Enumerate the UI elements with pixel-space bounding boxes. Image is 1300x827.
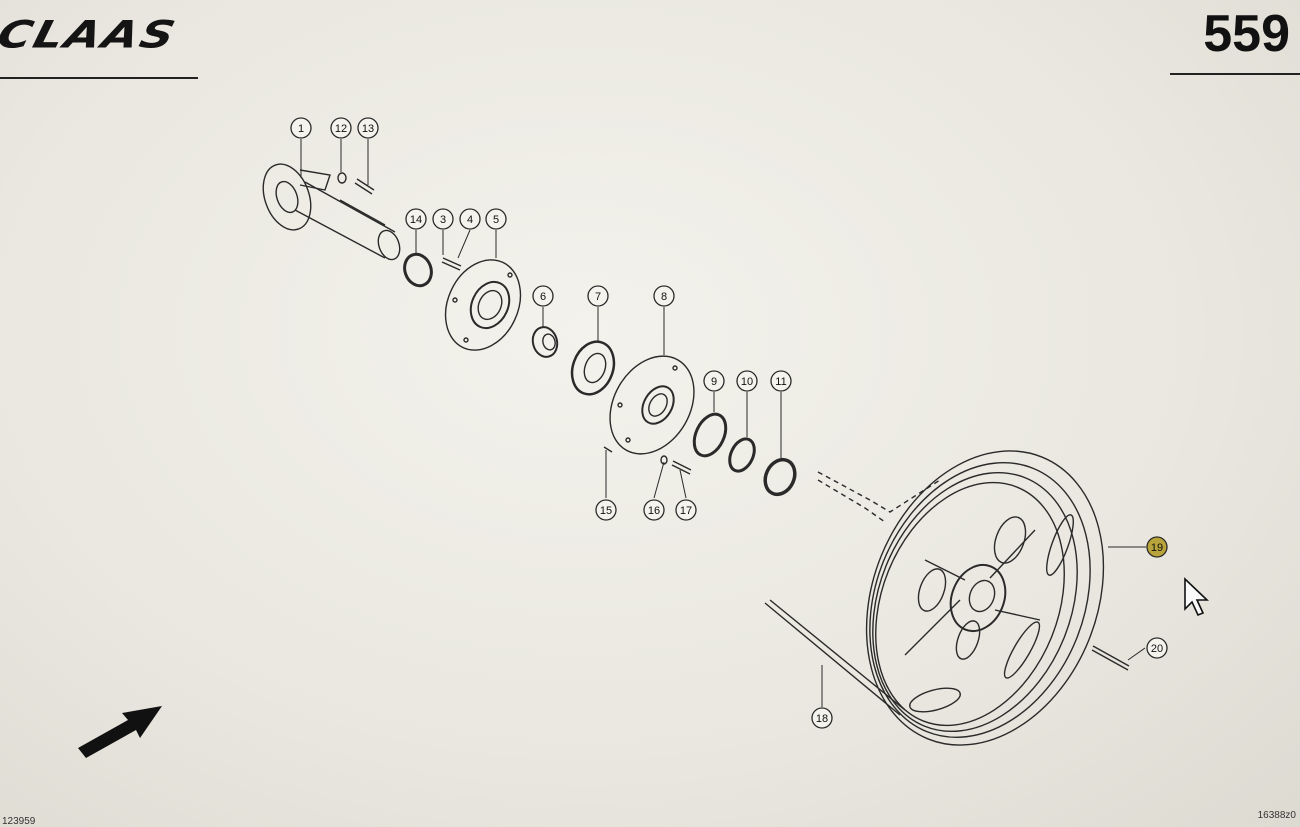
callout-7[interactable]: 7 [587, 285, 609, 307]
callout-circle [290, 117, 312, 139]
callout-circle [643, 499, 665, 521]
callout-1[interactable]: 1 [290, 117, 312, 139]
callout-circle [811, 707, 833, 729]
part-5-bearing-flange[interactable] [431, 248, 534, 363]
part-8-flange[interactable] [593, 341, 711, 469]
leader-lines [300, 139, 1146, 707]
callout-label: 11 [775, 376, 786, 388]
mouse-pointer-icon [1184, 577, 1209, 617]
callout-15[interactable]: 15 [595, 499, 617, 521]
assembly-line [817, 471, 941, 523]
part-10-ring[interactable] [725, 435, 759, 475]
callout-10[interactable]: 10 [736, 370, 758, 392]
part-6-bushing[interactable] [530, 324, 561, 359]
callout-12[interactable]: 12 [330, 117, 352, 139]
callout-18[interactable]: 18 [811, 707, 833, 729]
callout-label: 19 [1151, 542, 1163, 554]
part-1-shaft[interactable] [255, 158, 404, 263]
page-number: 559 [1203, 5, 1290, 63]
callout-label: 12 [335, 123, 347, 135]
callout-3[interactable]: 3 [432, 208, 454, 230]
header-rule-right [1170, 73, 1300, 75]
arrow-up-right-icon [78, 706, 162, 758]
callout-circle [459, 208, 481, 230]
callout-6[interactable]: 6 [532, 285, 554, 307]
callout-4[interactable]: 4 [459, 208, 481, 230]
callout-circle [587, 285, 609, 307]
callout-label: 17 [680, 505, 692, 517]
callout-13[interactable]: 13 [357, 117, 379, 139]
part-7-seal[interactable] [565, 336, 621, 400]
callout-circle [532, 285, 554, 307]
part-19-pulley[interactable] [824, 415, 1146, 781]
callout-circle [1146, 536, 1168, 558]
callout-circle [485, 208, 507, 230]
part-13-bolt[interactable] [354, 178, 375, 195]
footer-code-right: 16388z0 [1257, 810, 1296, 821]
callout-circle [405, 208, 427, 230]
callout-9[interactable]: 9 [703, 370, 725, 392]
callout-circle [736, 370, 758, 392]
callout-5[interactable]: 5 [485, 208, 507, 230]
callout-label: 18 [816, 713, 828, 725]
part-3-4-bolt[interactable] [441, 257, 462, 271]
callout-16[interactable]: 16 [643, 499, 665, 521]
callout-label: 4 [467, 214, 473, 226]
callout-label: 5 [493, 214, 499, 226]
part-11-ring[interactable] [760, 455, 801, 499]
callout-label: 8 [661, 291, 667, 303]
part-15-pin[interactable] [603, 446, 613, 453]
callout-circle [653, 285, 675, 307]
callout-circle [1146, 637, 1168, 659]
part-12-nut[interactable] [337, 172, 347, 184]
callout-label: 20 [1151, 643, 1163, 655]
part-16-washer[interactable] [660, 455, 668, 465]
callout-circle [595, 499, 617, 521]
part-20-bolt[interactable] [1091, 645, 1130, 671]
callout-label: 3 [440, 214, 446, 226]
callout-label: 14 [410, 214, 422, 226]
callout-circle [703, 370, 725, 392]
callout-label: 9 [711, 376, 717, 388]
part-18-belt[interactable] [764, 599, 906, 716]
callout-label: 15 [600, 505, 612, 517]
callout-label: 13 [362, 123, 374, 135]
part-14-ring[interactable] [400, 251, 435, 290]
callout-17[interactable]: 17 [675, 499, 697, 521]
callout-label: 7 [595, 291, 601, 303]
callout-circle [330, 117, 352, 139]
callout-11[interactable]: 11 [770, 370, 792, 392]
callout-circle [675, 499, 697, 521]
header-rule-left [0, 77, 198, 79]
part-17-bolt[interactable] [671, 460, 692, 475]
callout-20[interactable]: 20 [1146, 637, 1168, 659]
callout-circle [357, 117, 379, 139]
callout-label: 6 [540, 291, 546, 303]
part-9-ring[interactable] [688, 409, 732, 461]
footer-code-left: 123959 [2, 816, 36, 827]
callout-circle [432, 208, 454, 230]
callout-label: 10 [741, 376, 753, 388]
callout-8[interactable]: 8 [653, 285, 675, 307]
callout-layer: 1 12 13 14 3 4 5 6 7 8 9 10 11 15 16 17 19 20 18 [290, 117, 1168, 729]
callout-label: 1 [298, 123, 304, 135]
callout-14[interactable]: 14 [405, 208, 427, 230]
callout-label: 16 [648, 505, 660, 517]
callout-circle [770, 370, 792, 392]
callout-19[interactable]: 19 [1146, 536, 1168, 558]
